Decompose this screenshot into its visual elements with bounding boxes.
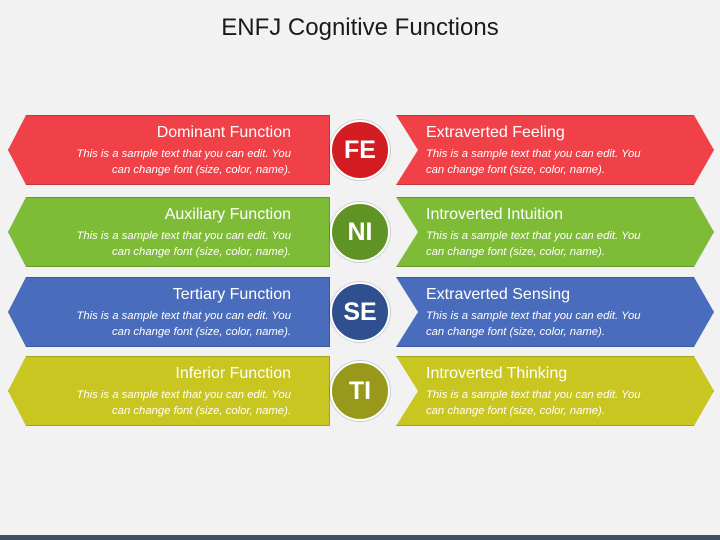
extraverted-feeling-banner: Extraverted Feeling This is a sample tex…	[396, 115, 714, 185]
dominant-function-heading: Dominant Function	[156, 124, 291, 141]
text-line: can change font (size, color, name).	[426, 164, 605, 176]
ti-circle: TI	[330, 361, 390, 421]
auxiliary-function-banner: Auxiliary Function This is a sample text…	[8, 197, 330, 267]
introverted-intuition-banner: Introverted Intuition This is a sample t…	[396, 197, 714, 267]
se-circle: SE	[330, 282, 390, 342]
dominant-function-banner: Dominant Function This is a sample text …	[8, 115, 330, 185]
footer-bar	[0, 535, 720, 540]
extraverted-feeling-heading: Extraverted Feeling	[426, 124, 565, 141]
inferior-function-heading: Inferior Function	[175, 365, 291, 382]
function-row-se: Tertiary Function This is a sample text …	[0, 277, 720, 349]
text-line: This is a sample text that you can edit.…	[76, 230, 291, 242]
function-row-fe: Dominant Function This is a sample text …	[0, 115, 720, 187]
text-line: This is a sample text that you can edit.…	[76, 310, 291, 322]
auxiliary-function-text: This is a sample text that you can edit.…	[51, 228, 291, 260]
extraverted-sensing-text: This is a sample text that you can edit.…	[426, 308, 666, 340]
extraverted-sensing-heading: Extraverted Sensing	[426, 286, 571, 303]
fe-circle: FE	[330, 120, 390, 180]
text-line: can change font (size, color, name).	[112, 246, 291, 258]
slide-title: ENFJ Cognitive Functions	[221, 14, 499, 41]
text-line: can change font (size, color, name).	[112, 326, 291, 338]
text-line: This is a sample text that you can edit.…	[76, 389, 291, 401]
ni-circle: NI	[330, 202, 390, 262]
text-line: This is a sample text that you can edit.…	[426, 389, 641, 401]
text-line: can change font (size, color, name).	[426, 326, 605, 338]
text-line: This is a sample text that you can edit.…	[426, 148, 641, 160]
extraverted-sensing-banner: Extraverted Sensing This is a sample tex…	[396, 277, 714, 347]
text-line: can change font (size, color, name).	[112, 164, 291, 176]
tertiary-function-heading: Tertiary Function	[172, 286, 291, 303]
text-line: This is a sample text that you can edit.…	[426, 310, 641, 322]
auxiliary-function-heading: Auxiliary Function	[164, 206, 291, 223]
inferior-function-text: This is a sample text that you can edit.…	[51, 387, 291, 419]
function-row-ti: Inferior Function This is a sample text …	[0, 356, 720, 428]
text-line: This is a sample text that you can edit.…	[76, 148, 291, 160]
tertiary-function-banner: Tertiary Function This is a sample text …	[8, 277, 330, 347]
introverted-thinking-heading: Introverted Thinking	[426, 365, 568, 382]
extraverted-feeling-text: This is a sample text that you can edit.…	[426, 146, 666, 178]
introverted-intuition-text: This is a sample text that you can edit.…	[426, 228, 666, 260]
function-row-ni: Auxiliary Function This is a sample text…	[0, 197, 720, 269]
dominant-function-text: This is a sample text that you can edit.…	[51, 146, 291, 178]
introverted-thinking-banner: Introverted Thinking This is a sample te…	[396, 356, 714, 426]
text-line: can change font (size, color, name).	[426, 405, 605, 417]
tertiary-function-text: This is a sample text that you can edit.…	[51, 308, 291, 340]
inferior-function-banner: Inferior Function This is a sample text …	[8, 356, 330, 426]
introverted-intuition-heading: Introverted Intuition	[426, 206, 563, 223]
text-line: This is a sample text that you can edit.…	[426, 230, 641, 242]
text-line: can change font (size, color, name).	[426, 246, 605, 258]
text-line: can change font (size, color, name).	[112, 405, 291, 417]
introverted-thinking-text: This is a sample text that you can edit.…	[426, 387, 666, 419]
